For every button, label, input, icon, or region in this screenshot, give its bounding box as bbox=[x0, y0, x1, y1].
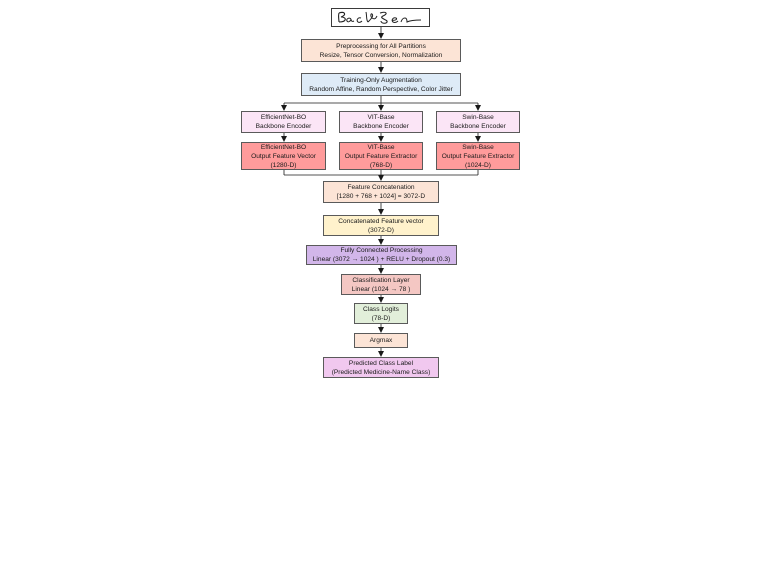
swin-encoder-node: Swin-Base Backbone Encoder bbox=[436, 111, 520, 133]
augmentation-title: Training-Only Augmentation bbox=[340, 76, 422, 84]
predicted-label-node: Predicted Class Label (Predicted Medicin… bbox=[323, 357, 439, 378]
efficientnet-encoder-node: EfficientNet-BO Backbone Encoder bbox=[241, 111, 326, 133]
handwriting-sample-drawing bbox=[337, 11, 421, 24]
concatenation-formula: [1280 + 768 + 1024] = 3072-D bbox=[336, 193, 426, 200]
efficientnet-features-name: EfficientNet-BO bbox=[260, 143, 307, 151]
preprocessing-title: Preprocessing for All Partitions bbox=[336, 42, 426, 50]
concatenated-vector-dim: (3072-D) bbox=[367, 226, 395, 234]
vit-features-role: Output Feature Extractor bbox=[344, 152, 418, 160]
vit-encoder-name: VIT-Base bbox=[367, 114, 395, 121]
concatenated-vector-title: Concatenated Feature vector bbox=[338, 217, 424, 225]
preprocessing-node: Preprocessing for All Partitions Resize,… bbox=[301, 39, 461, 62]
predicted-label-detail: (Predicted Medicine-Name Class) bbox=[331, 368, 431, 376]
argmax-node: Argmax bbox=[354, 333, 408, 348]
efficientnet-features-dim: (1280-D) bbox=[270, 161, 297, 169]
augmentation-node: Training-Only Augmentation Random Affine… bbox=[301, 73, 461, 96]
classification-detail: Linear (1024 → 78 ) bbox=[351, 285, 411, 293]
swin-features-node: Swin-Base Output Feature Extractor (1024… bbox=[436, 142, 520, 170]
vit-encoder-role: Backbone Encoder bbox=[353, 123, 409, 130]
preprocessing-detail: Resize, Tensor Conversion, Normalization bbox=[319, 51, 443, 59]
fully-connected-node: Fully Connected Processing Linear (3072 … bbox=[306, 245, 457, 265]
fully-connected-title: Fully Connected Processing bbox=[340, 247, 423, 254]
logits-title: Class Logits bbox=[363, 305, 399, 313]
swin-features-role: Output Feature Extractor bbox=[441, 152, 515, 160]
concatenation-title: Feature Concatenation bbox=[347, 184, 415, 191]
vit-encoder-node: VIT-Base Backbone Encoder bbox=[339, 111, 423, 133]
swin-features-dim: (1024-D) bbox=[464, 161, 492, 169]
classification-title: Classification Layer bbox=[352, 276, 410, 284]
swin-encoder-role: Backbone Encoder bbox=[450, 123, 506, 130]
logits-node: Class Logits (78-D) bbox=[354, 303, 408, 324]
vit-features-dim: (768-D) bbox=[369, 161, 393, 169]
efficientnet-features-role: Output Feature Vector bbox=[251, 152, 316, 160]
vit-features-name: VIT-Base bbox=[367, 143, 395, 151]
concatenated-vector-node: Concatenated Feature vector (3072-D) bbox=[323, 215, 439, 236]
efficientnet-features-node: EfficientNet-BO Output Feature Vector (1… bbox=[241, 142, 326, 170]
swin-encoder-name: Swin-Base bbox=[462, 114, 494, 121]
efficientnet-encoder-name: EfficientNet-BO bbox=[260, 114, 307, 121]
classification-node: Classification Layer Linear (1024 → 78 ) bbox=[341, 274, 421, 295]
logits-dim: (78-D) bbox=[371, 314, 391, 322]
handwritten-sample-image bbox=[331, 8, 430, 27]
swin-features-name: Swin-Base bbox=[462, 143, 494, 151]
fully-connected-detail: Linear (3072 → 1024 ) + RELU + Dropout (… bbox=[312, 256, 451, 263]
augmentation-detail: Random Affine, Random Perspective, Color… bbox=[309, 85, 453, 93]
efficientnet-encoder-role: Backbone Encoder bbox=[255, 123, 312, 130]
concatenation-node: Feature Concatenation [1280 + 768 + 1024… bbox=[323, 181, 439, 203]
predicted-label-title: Predicted Class Label bbox=[348, 359, 414, 367]
vit-features-node: VIT-Base Output Feature Extractor (768-D… bbox=[339, 142, 423, 170]
argmax-title: Argmax bbox=[369, 337, 393, 344]
